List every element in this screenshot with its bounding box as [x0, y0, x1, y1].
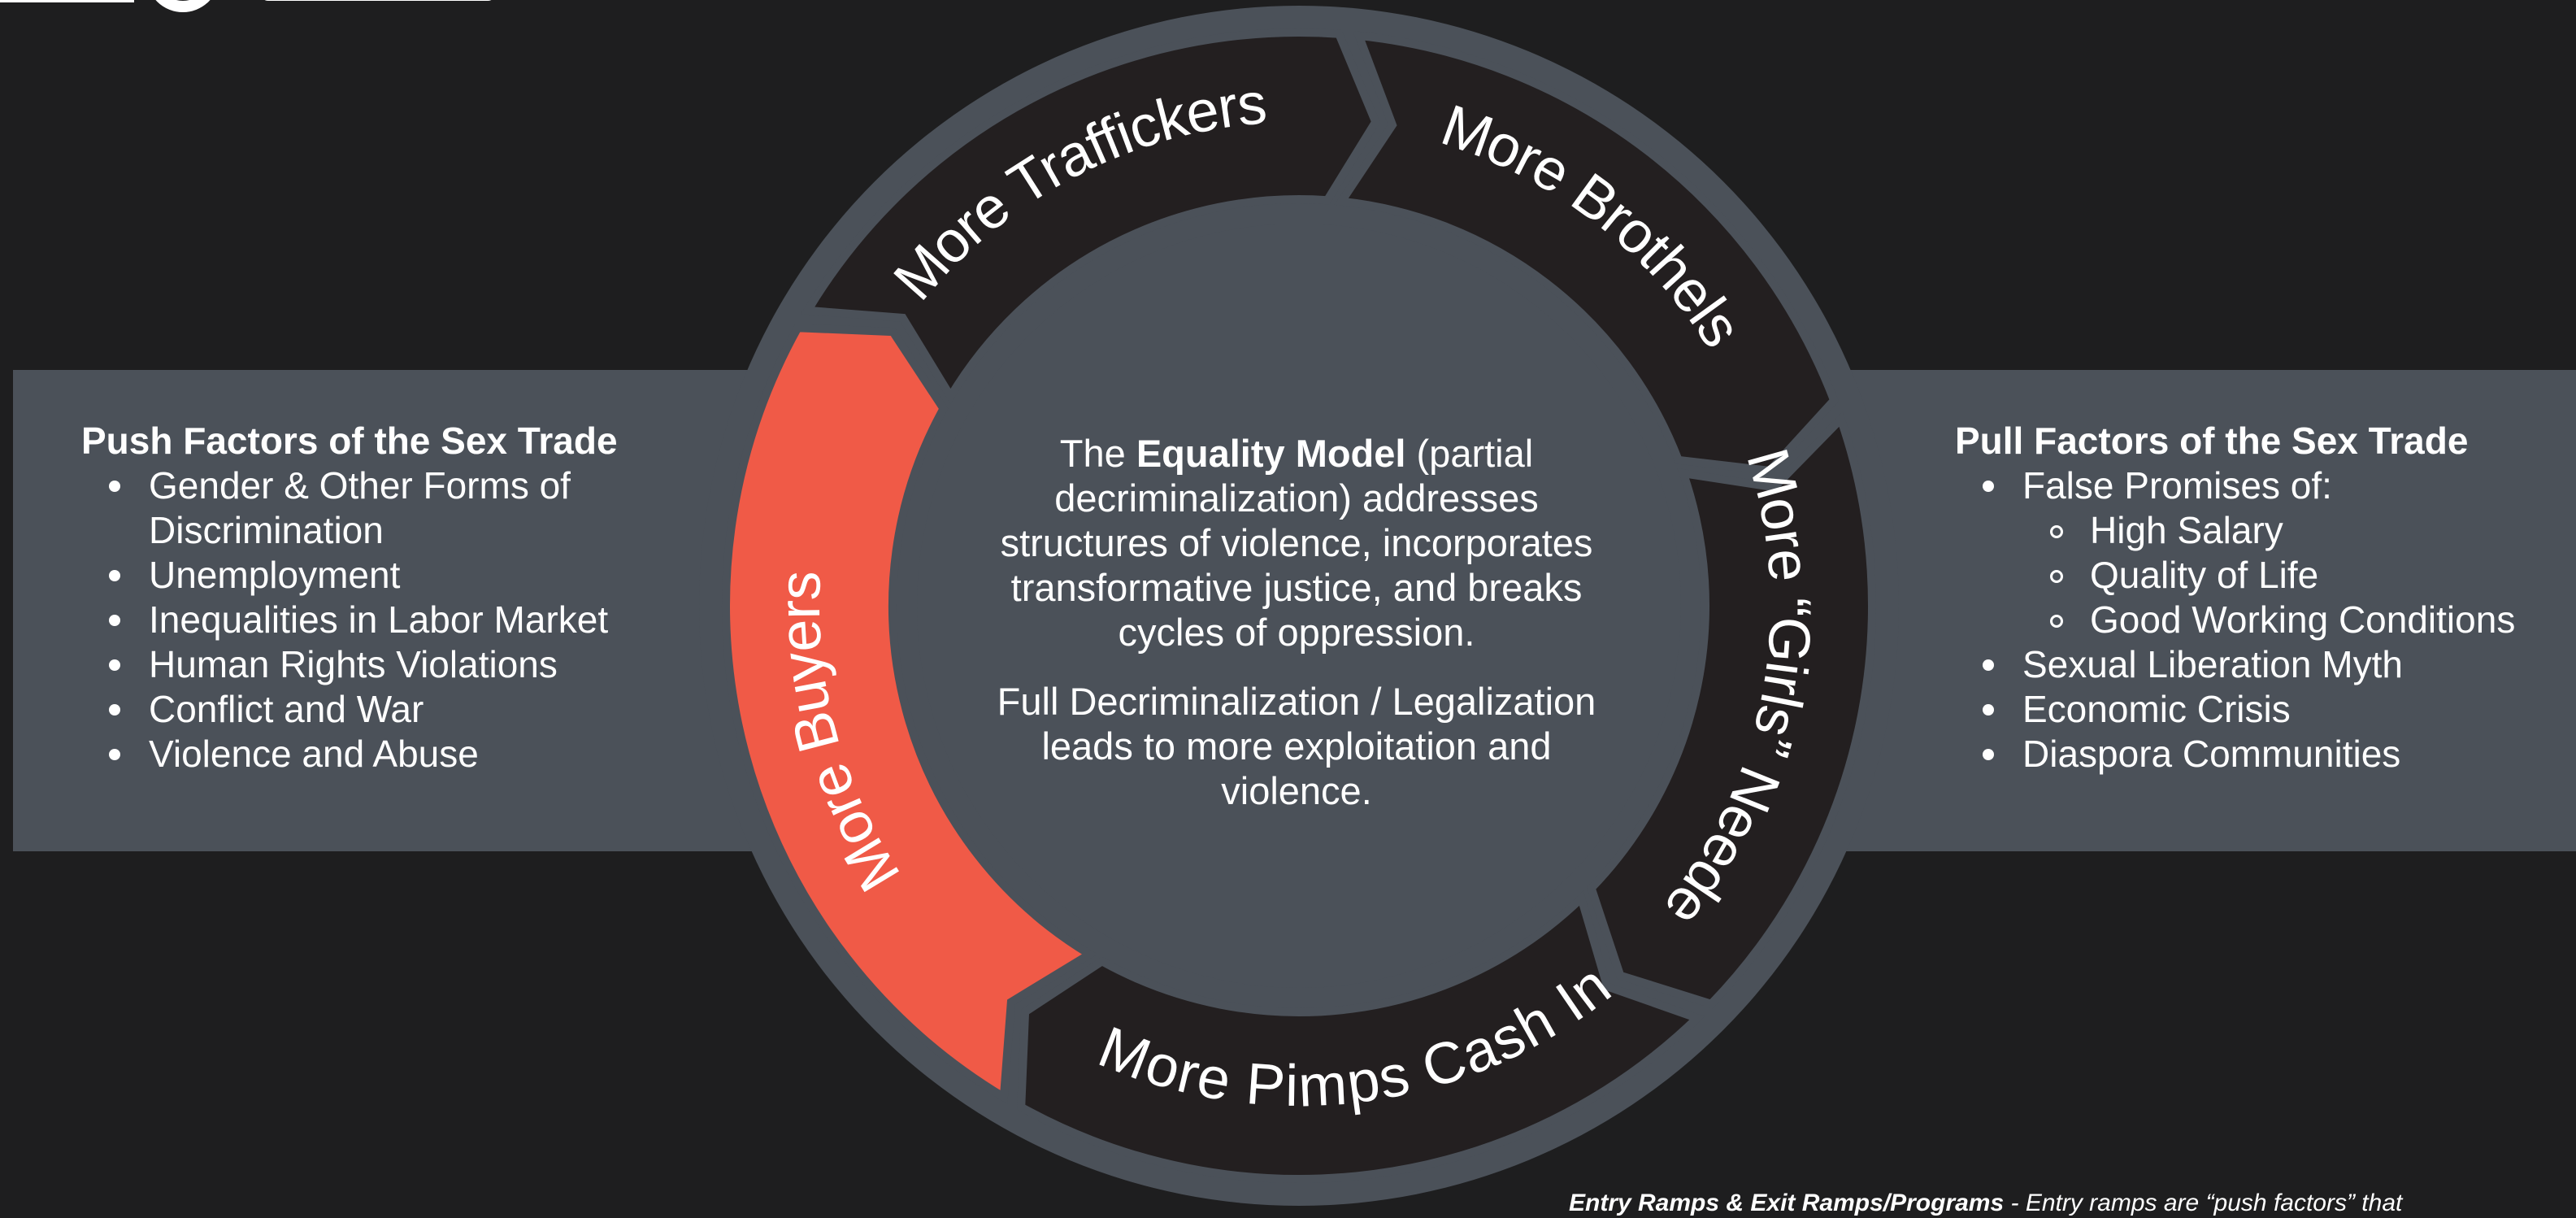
push-factor-label: Violence and Abuse [149, 733, 479, 775]
equality-model-paragraph: The Equality Model (partial decriminaliz… [967, 431, 1626, 655]
push-factor-label: Unemployment [149, 554, 401, 596]
pull-factor-label: Quality of Life [2090, 554, 2319, 596]
logo [0, 0, 492, 12]
cycle-inner-disc [917, 224, 1681, 988]
pull-factor-label: High Salary [2090, 509, 2283, 551]
bullet-icon [1983, 659, 1994, 671]
equality-model-text: The Equality Model (partial decriminaliz… [967, 431, 1626, 837]
bullet-icon [109, 659, 120, 671]
bullet-icon [2050, 615, 2063, 628]
push-factor-item: Inequalities in Labor Market [81, 598, 699, 642]
center-text-intro: The [1059, 432, 1136, 475]
pull-factors-title: Pull Factors of the Sex Trade [1955, 420, 2469, 462]
bullet-icon [1983, 749, 1994, 760]
legalization-paragraph: Full Decriminalization / Legalization le… [997, 680, 1596, 812]
cycle-segment [1017, 890, 1705, 1183]
push-factor-item: Conflict and War [81, 687, 699, 732]
push-factors-title: Push Factors of the Sex Trade [81, 420, 618, 462]
push-factors-panel: Push Factors of the Sex Trade Gender & O… [81, 419, 699, 776]
push-factor-item: Gender & Other Forms of Discrimination [81, 463, 699, 553]
push-factor-item: Unemployment [81, 553, 699, 598]
bullet-icon [109, 704, 120, 716]
push-factor-item: Violence and Abuse [81, 732, 699, 776]
pull-factor-subitem: Good Working Conditions [1955, 598, 2573, 642]
bullet-icon [2050, 570, 2063, 583]
push-factor-item: Human Rights Violations [81, 642, 699, 687]
push-factor-label: Conflict and War [149, 688, 424, 730]
pull-factor-subitem: Quality of Life [1955, 553, 2573, 598]
pull-factor-label: Good Working Conditions [2090, 598, 2516, 641]
cycle-segment [1334, 31, 1839, 476]
pull-factor-label: Diaspora Communities [2022, 733, 2401, 775]
pull-factor-item: Economic Crisis [1955, 687, 2573, 732]
push-factor-label: Gender & Other Forms of Discrimination [149, 464, 571, 551]
bullet-icon [109, 749, 120, 760]
pull-factor-label: Economic Crisis [2022, 688, 2291, 730]
push-factor-label: Human Rights Violations [149, 643, 558, 685]
pull-factor-item: Sexual Liberation Myth [1955, 642, 2573, 687]
cycle-segment [801, 28, 1380, 405]
footnote: Entry Ramps & Exit Ramps/Programs - Entr… [1569, 1189, 2544, 1218]
pull-factor-item: False Promises of: [1955, 463, 2573, 508]
equality-model-term: Equality Model [1136, 432, 1406, 475]
pull-factor-label: Sexual Liberation Myth [2022, 643, 2403, 685]
pull-factor-label: False Promises of: [2022, 464, 2332, 507]
center-text-body: (partial decriminalization) addresses st… [1000, 432, 1593, 654]
bullet-icon [109, 615, 120, 626]
bullet-icon [2050, 525, 2063, 538]
bullet-icon [109, 481, 120, 492]
cycle-segment [722, 324, 1098, 1104]
footnote-text: - Entry ramps are “push factors” that [2004, 1190, 2403, 1216]
footnote-title: Entry Ramps & Exit Ramps/Programs [1569, 1190, 2005, 1216]
push-factor-label: Inequalities in Labor Market [149, 598, 609, 641]
pull-factor-subitem: High Salary [1955, 508, 2573, 553]
bullet-icon [109, 570, 120, 581]
pull-factor-item: Diaspora Communities [1955, 732, 2573, 776]
bullet-icon [1983, 704, 1994, 716]
pull-factors-panel: Pull Factors of the Sex Trade False Prom… [1955, 419, 2573, 776]
cycle-segment [1586, 411, 1876, 1009]
bullet-icon [1983, 481, 1994, 492]
